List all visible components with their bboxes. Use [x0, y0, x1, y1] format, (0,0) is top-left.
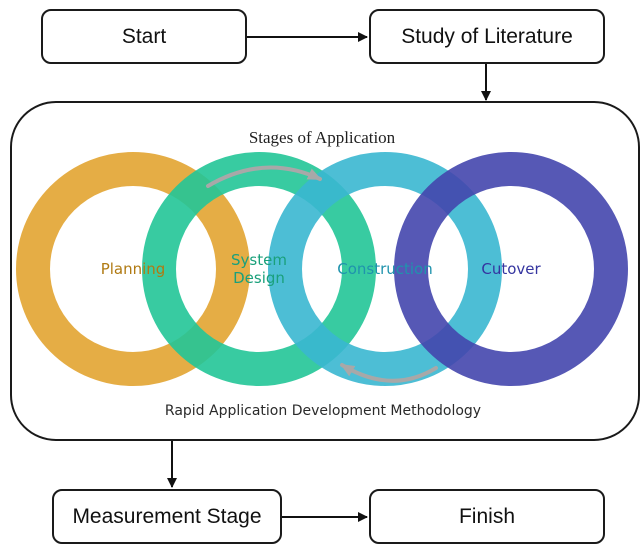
- cutover-ring: [394, 152, 628, 386]
- construction-ring: [268, 152, 502, 386]
- stages-title: Stages of Application: [249, 128, 396, 147]
- measurement-stage-label: Measurement Stage: [72, 504, 262, 528]
- finish-box: Finish: [369, 489, 605, 544]
- rad-rings: [16, 152, 628, 386]
- system-design-label-line: Design: [233, 269, 285, 287]
- planning-label: Planning: [101, 260, 166, 278]
- cycle-arrow-forward: [206, 165, 322, 188]
- measurement-stage-box: Measurement Stage: [52, 489, 282, 544]
- system-design-label-line: System: [231, 251, 287, 269]
- start-box: Start: [41, 9, 247, 64]
- planning-label-line: Planning: [101, 260, 166, 278]
- rad-caption: Rapid Application Development Methodolog…: [165, 403, 481, 419]
- study-of-literature-box: Study of Literature: [369, 9, 605, 64]
- cutover-label-line: Cutover: [481, 260, 541, 278]
- construction-label-line: Construction: [337, 260, 433, 278]
- cutover-label: Cutover: [481, 260, 541, 278]
- construction-label: Construction: [337, 260, 433, 278]
- cycle-arrow-backward: [340, 363, 438, 383]
- finish-label: Finish: [458, 504, 516, 528]
- study-of-literature-label: Study of Literature: [401, 24, 573, 48]
- planning-ring: [16, 152, 250, 386]
- start-label: Start: [121, 24, 167, 48]
